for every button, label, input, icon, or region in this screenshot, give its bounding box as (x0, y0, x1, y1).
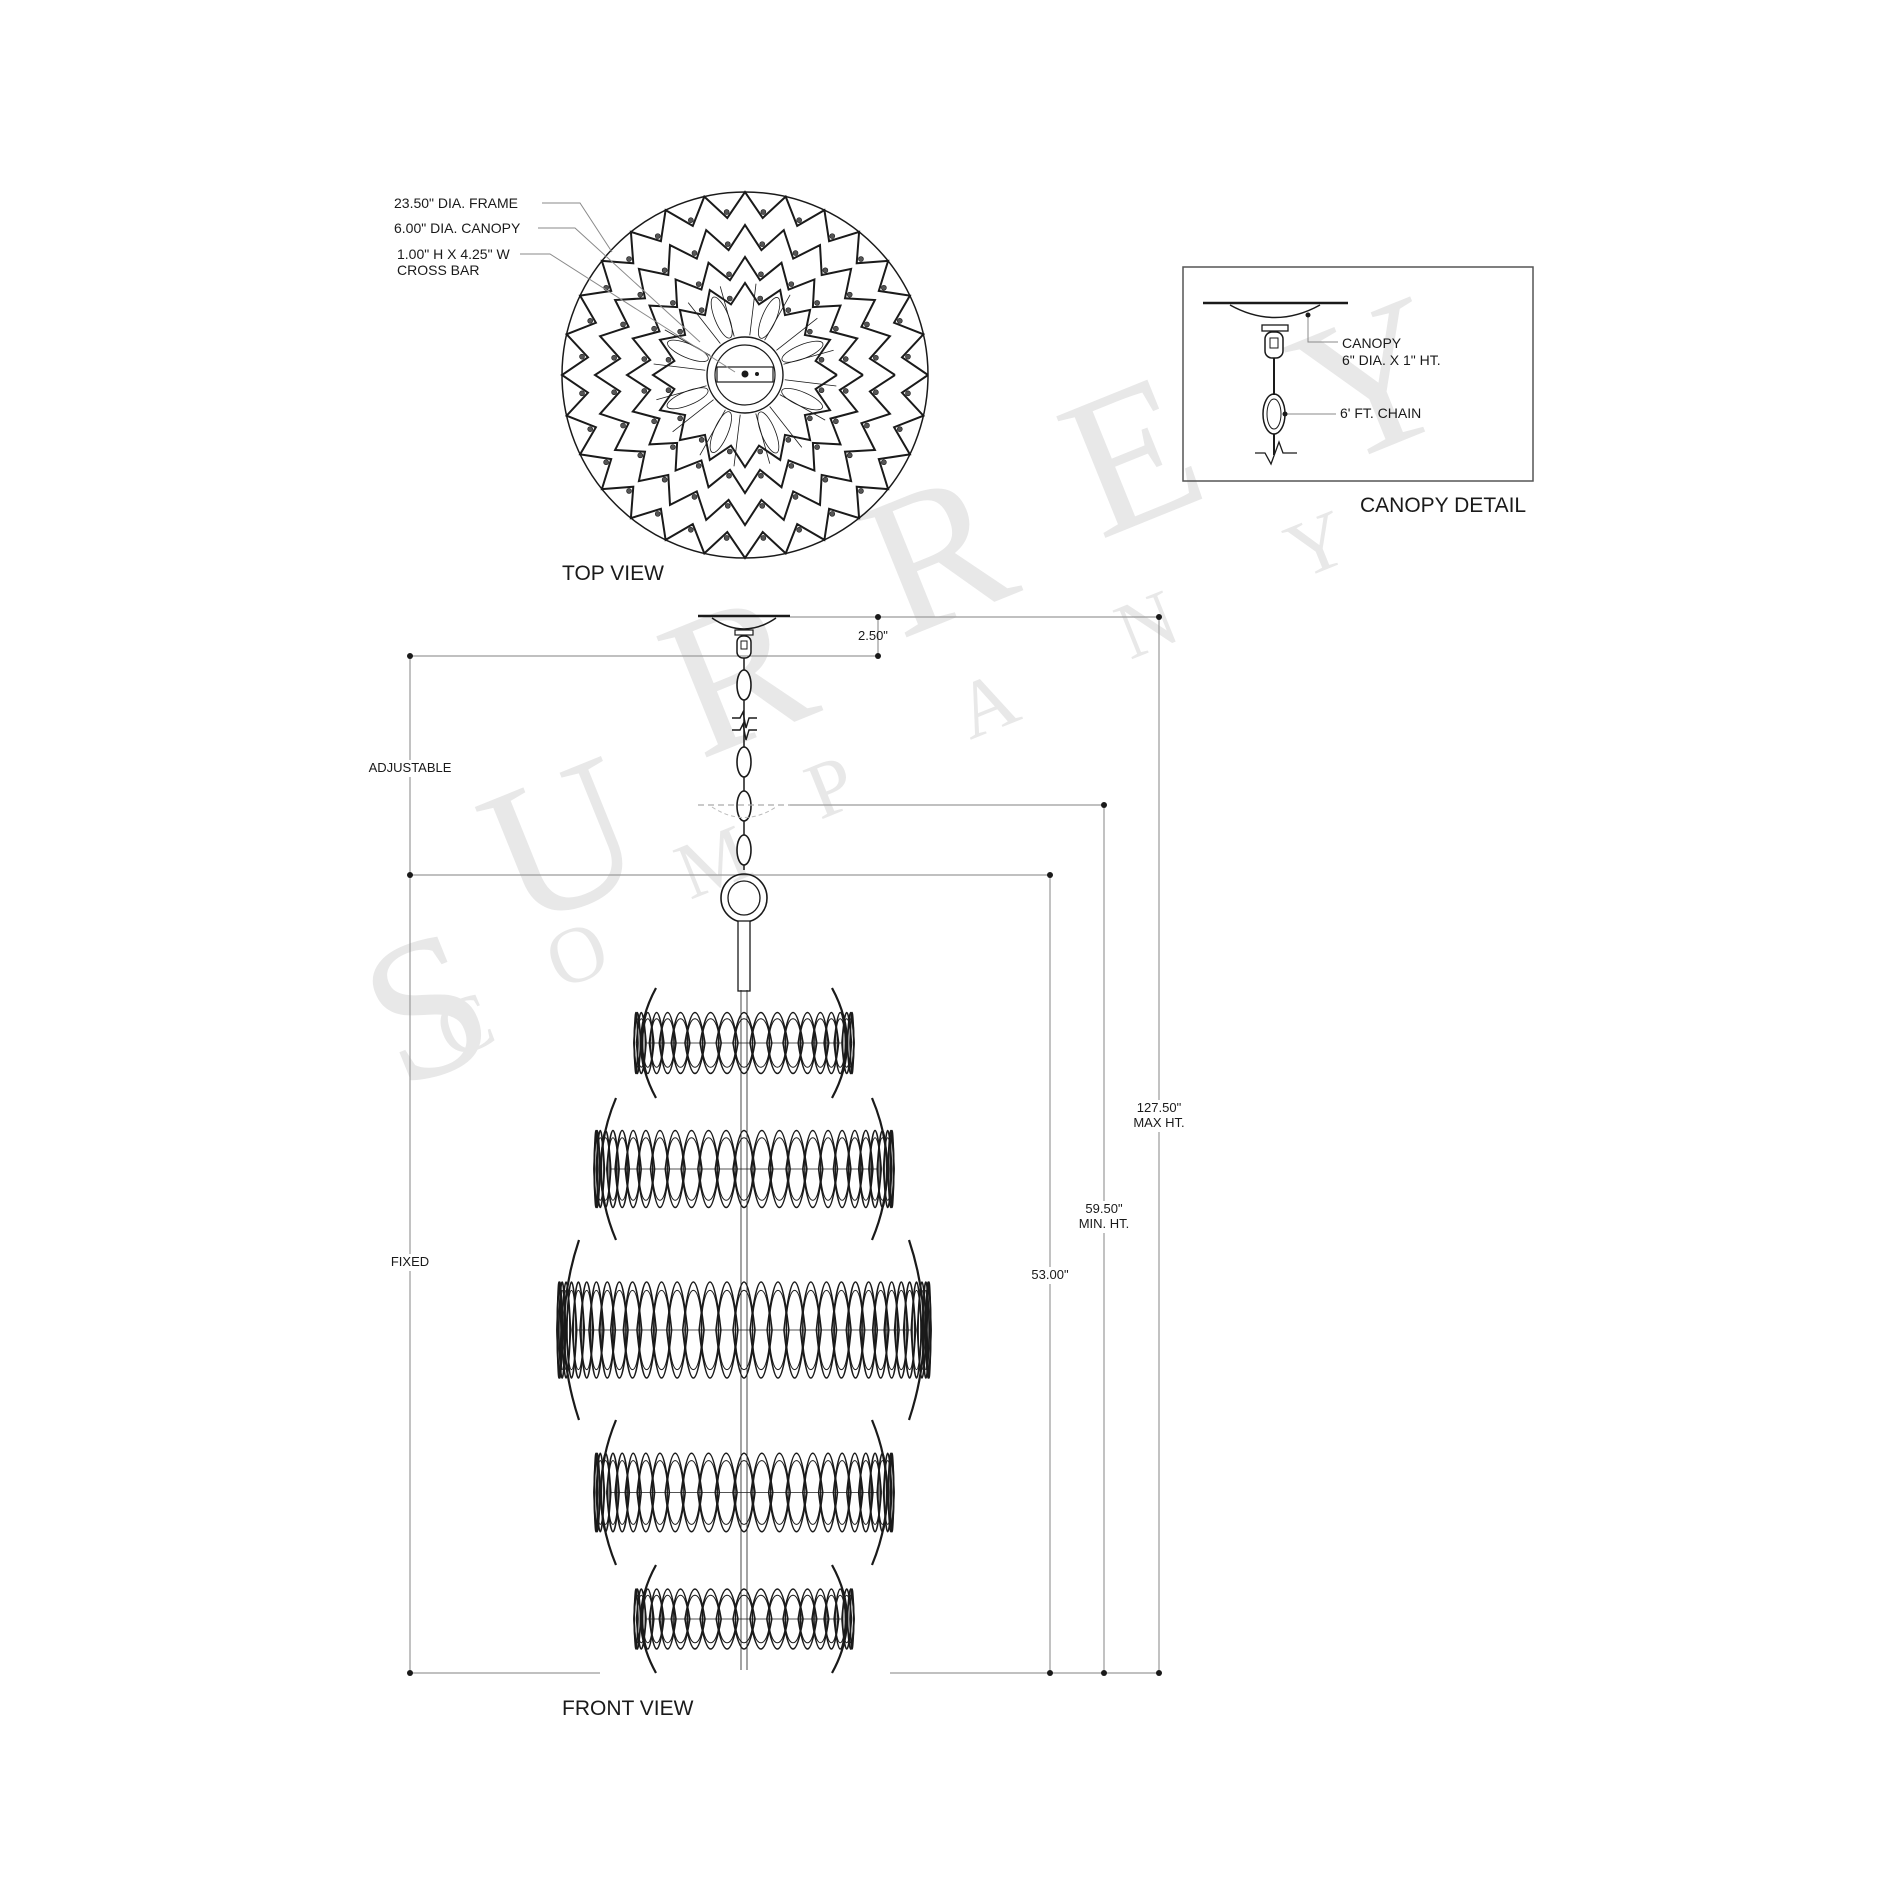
svg-text:N: N (1104, 573, 1191, 676)
canopy-label: CANOPY (1342, 335, 1402, 351)
dim-min-height-label: MIN. HT. (1078, 1215, 1130, 1231)
dim-fixed-height: 53.00" (1029, 1267, 1071, 1284)
callout-crossbar-size: 1.00" H X 4.25" W (397, 246, 510, 262)
fixed-label: FIXED (388, 1254, 432, 1271)
front-canopy-chain (698, 614, 790, 992)
canopy-size-label: 6" DIA. X 1" HT. (1342, 352, 1441, 368)
callout-canopy-diameter: 6.00" DIA. CANOPY (394, 220, 521, 236)
fixture-body (556, 987, 932, 1674)
top-view-drawing (560, 190, 929, 560)
svg-text:S: S (334, 884, 520, 1131)
top-view-title: TOP VIEW (562, 562, 664, 585)
top-view-leaders (520, 202, 736, 373)
dimension-lines (409, 616, 1160, 1674)
svg-text:Y: Y (1264, 252, 1481, 511)
dim-max-height: 127.50" MAX HT. (1131, 1100, 1187, 1132)
chain-label: 6' FT. CHAIN (1340, 405, 1422, 421)
dim-max-height-label: MAX HT. (1133, 1114, 1185, 1130)
svg-text:E: E (1034, 330, 1230, 581)
callout-crossbar-label: CROSS BAR (397, 262, 480, 278)
svg-text:P: P (794, 738, 868, 836)
dimension-dots (407, 614, 1162, 1676)
dim-min-height-value: 59.50" (1085, 1201, 1123, 1216)
callout-frame-diameter: 23.50" DIA. FRAME (394, 195, 519, 211)
dim-canopy-offset: 2.50" (858, 628, 888, 643)
canopy-detail-box (1182, 266, 1534, 482)
canopy-detail-title: CANOPY DETAIL (1360, 494, 1527, 517)
svg-text:A: A (944, 653, 1031, 756)
dim-max-height-value: 127.50" (1136, 1100, 1182, 1115)
dim-min-height: 59.50" MIN. HT. (1076, 1201, 1132, 1233)
adjustable-label: ADJUSTABLE (366, 760, 454, 777)
front-view-title: FRONT VIEW (562, 1697, 694, 1720)
